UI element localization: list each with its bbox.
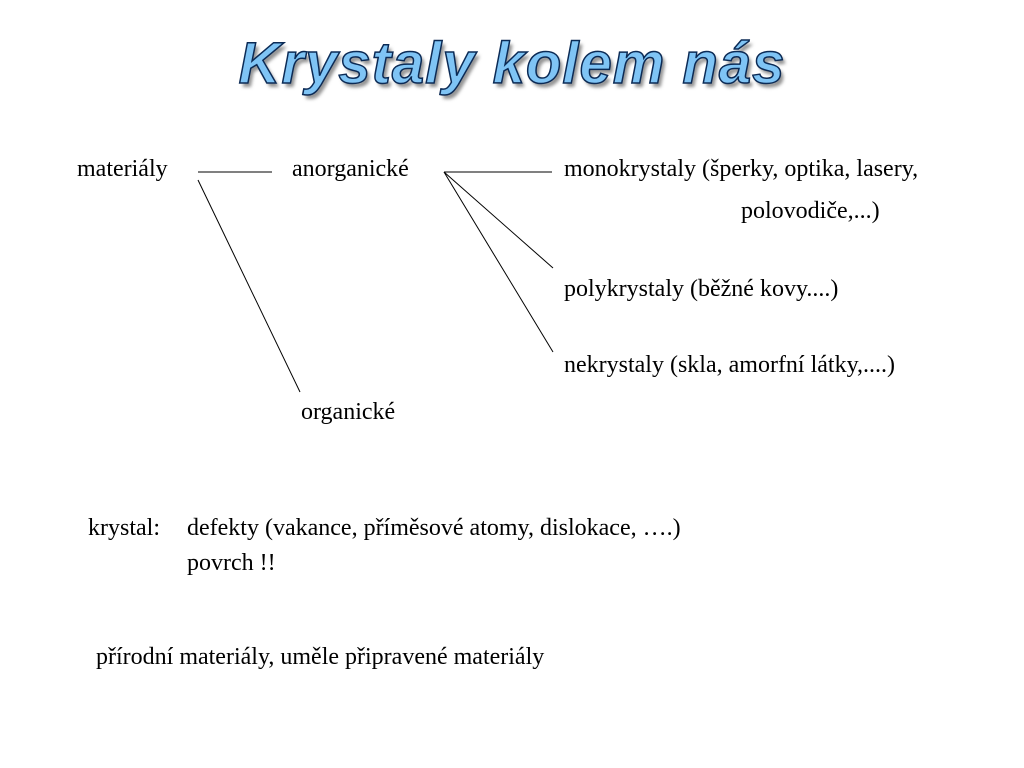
node-monokrystaly: monokrystaly (šperky, optika, lasery,	[564, 156, 919, 182]
node-organicke: organické	[301, 399, 396, 425]
krystal-label: krystal:	[88, 515, 160, 541]
krystal-povrch: povrch !!	[187, 550, 276, 576]
note-materialy: přírodní materiály, uměle připravené mat…	[96, 644, 545, 670]
line-materialy-organicke	[197, 179, 301, 393]
node-nekrystaly: nekrystaly (skla, amorfní látky,....)	[564, 352, 896, 378]
node-anorganicke: anorganické	[292, 156, 409, 182]
node-materialy: materiály	[77, 156, 168, 182]
line-anorganicke-polykrystaly	[443, 171, 554, 269]
line-anorganicke-nekrystaly	[443, 171, 554, 353]
krystal-defekty: defekty (vakance, příměsové atomy, dislo…	[187, 515, 681, 541]
slide-title: Krystaly kolem nás	[238, 30, 786, 97]
node-monokrystaly-cont: polovodiče,...)	[741, 198, 880, 224]
node-polykrystaly: polykrystaly (běžné kovy....)	[564, 276, 839, 302]
